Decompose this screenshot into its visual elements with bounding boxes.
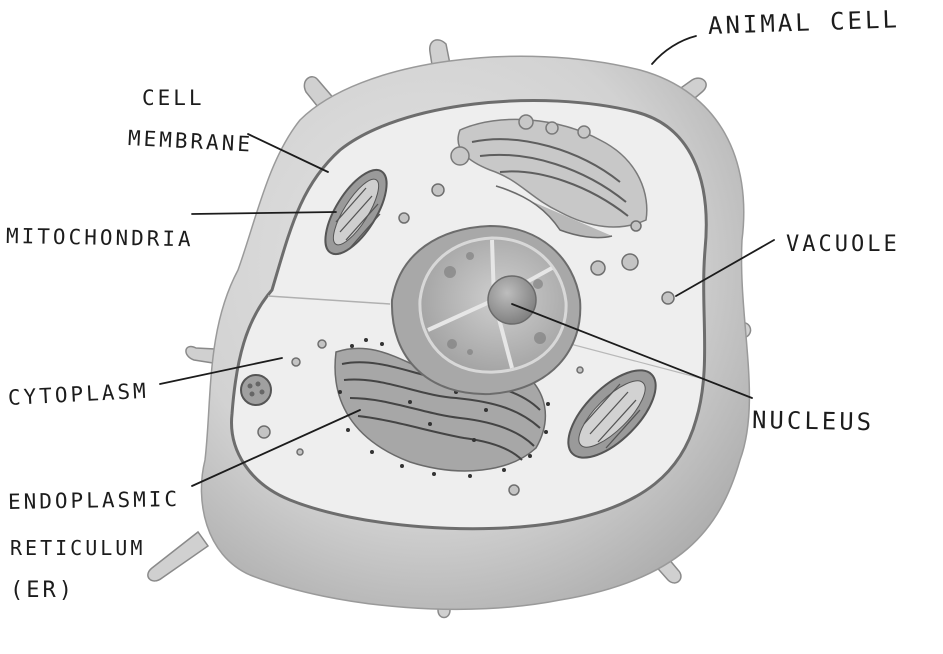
mitochondria-label: MITOCHONDRIA — [6, 226, 194, 250]
nucleolus — [488, 276, 536, 324]
title-underline — [652, 36, 696, 64]
title-label: ANIMAL CELL — [708, 7, 901, 38]
vacuole — [662, 292, 674, 304]
er-label-line1: ENDOPLASMIC — [8, 489, 180, 513]
cell-membrane-label-line1: CELL — [142, 88, 205, 109]
vacuole-label: VACUOLE — [786, 234, 900, 256]
er-label-line3: (ER) — [10, 580, 75, 602]
nucleus-label: NUCLEUS — [752, 408, 875, 434]
lysosome — [241, 375, 271, 405]
er-label-line2: RETICULUM — [10, 538, 145, 558]
nucleus — [392, 226, 580, 394]
